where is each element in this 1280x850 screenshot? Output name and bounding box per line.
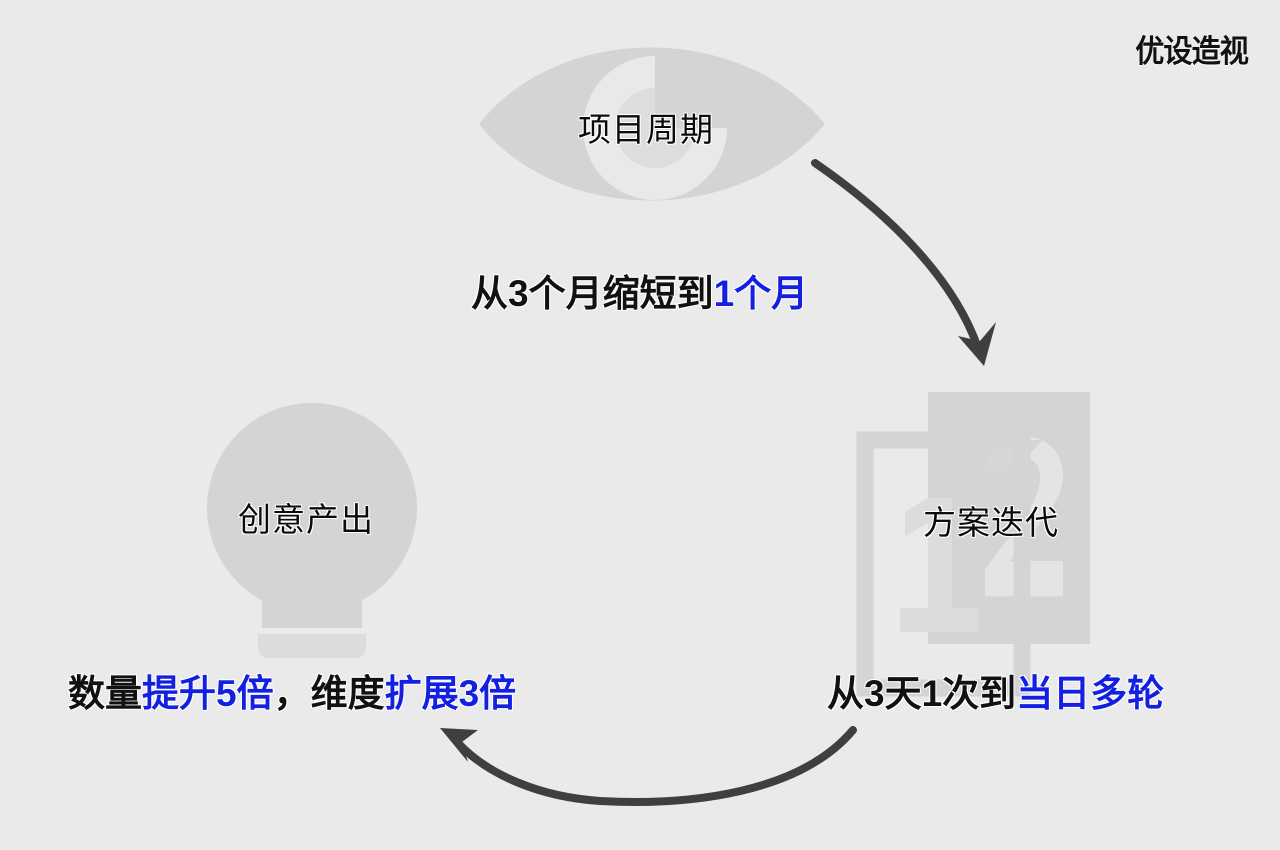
caption-creative-output: 数量提升5倍，维度扩展3倍 — [68, 663, 516, 717]
arrow-iterate-to-output — [440, 726, 857, 806]
arrow-cycle-to-iterate — [811, 159, 996, 366]
caption-top-highlight: 1个月 — [713, 273, 809, 314]
node-label-output: 创意产出 — [238, 501, 374, 538]
caption-left-plain-1: 数量 — [68, 673, 142, 714]
caption-project-cycle: 从3个月缩短到1个月 — [471, 263, 808, 317]
caption-left-comma: ， — [273, 673, 311, 714]
caption-right-highlight: 当日多轮 — [1016, 673, 1165, 714]
node-label-cycle: 项目周期 — [578, 111, 714, 148]
caption-top-plain: 从3个月缩短到 — [471, 273, 714, 314]
caption-left-highlight-1: 提升5倍 — [142, 673, 274, 714]
brand-logo: 优设造视 — [1135, 34, 1249, 70]
caption-iteration-speed: 从3天1次到当日多轮 — [827, 663, 1164, 717]
caption-left-plain-3: 维度 — [310, 673, 385, 714]
caption-left-highlight-2: 扩展3倍 — [384, 673, 517, 714]
caption-right-plain: 从3天1次到 — [827, 673, 1017, 714]
node-label-iterate: 方案迭代 — [923, 504, 1059, 541]
